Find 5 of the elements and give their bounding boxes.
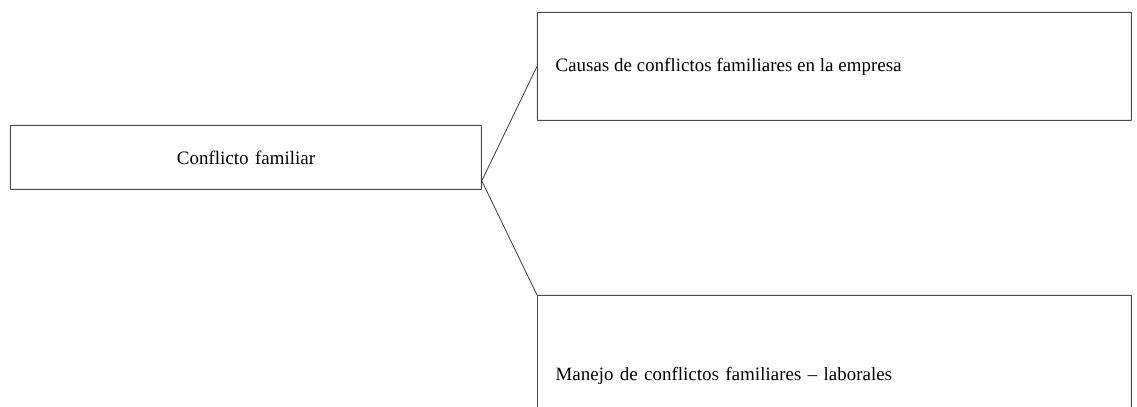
text-box: Conflicto familiar bbox=[10, 125, 482, 190]
text-box: Manejo de conflictos familiares – laborales bbox=[537, 295, 1132, 407]
connector-line bbox=[481, 66, 538, 182]
text-box: Causas de conflictos familiares en la empresa bbox=[537, 12, 1132, 121]
connector-line bbox=[481, 180, 538, 296]
